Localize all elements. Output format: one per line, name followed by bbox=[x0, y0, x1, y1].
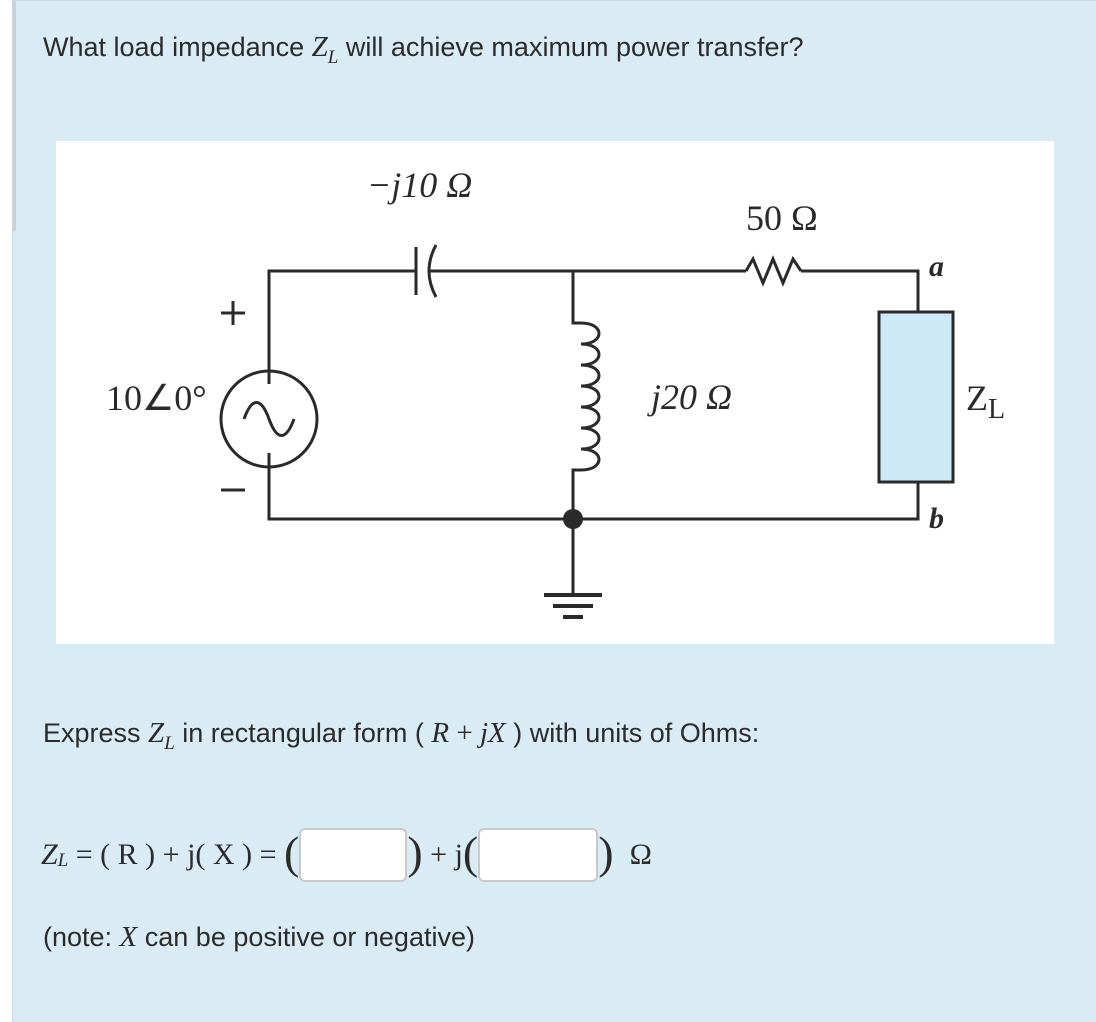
wire-mid-top bbox=[571, 271, 581, 325]
resistor-zigzag bbox=[744, 255, 803, 287]
express-instruction: Express ZL in rectangular form ( R + jX … bbox=[43, 717, 760, 754]
inductor-coil bbox=[580, 321, 601, 472]
express-form-r: R bbox=[431, 717, 450, 749]
question-sub: L bbox=[327, 47, 339, 68]
answer-equation-text: = ( R ) + j( X ) = bbox=[68, 838, 284, 871]
note-text: (note: X can be positive or negative) bbox=[43, 921, 475, 954]
resistor-label: 50 Ω bbox=[746, 198, 818, 238]
circuit-labels: −j10 Ω 50 Ω j20 Ω 10∠0° a b ZL bbox=[106, 165, 1005, 535]
sine-icon bbox=[242, 401, 296, 437]
express-suffix: ) with units of Ohms: bbox=[505, 718, 760, 748]
express-form-plus: + bbox=[449, 717, 480, 749]
open-paren-r: ( bbox=[284, 827, 300, 878]
question-var: Z bbox=[311, 31, 328, 63]
source-circle bbox=[219, 369, 319, 469]
circuit-figure: −j10 Ω 50 Ω j20 Ω 10∠0° a b ZL bbox=[56, 141, 1054, 644]
note-prefix: (note: bbox=[43, 922, 120, 952]
answer-lhs-var: Z bbox=[41, 838, 58, 871]
load-label-var: Z bbox=[966, 378, 988, 418]
question-text: What load impedance ZL will achieve maxi… bbox=[43, 31, 804, 68]
circuit-diagram: −j10 Ω 50 Ω j20 Ω 10∠0° a b ZL bbox=[106, 165, 1005, 619]
answer-lhs-sub: L bbox=[57, 850, 69, 871]
wire-top-right bbox=[801, 269, 920, 312]
wire-top-left bbox=[267, 269, 416, 384]
load-label: ZL bbox=[966, 378, 1005, 425]
question-prefix: What load impedance bbox=[43, 32, 312, 62]
express-form-jx: jX bbox=[479, 717, 506, 749]
wire-bottom bbox=[267, 453, 920, 521]
express-prefix: Express bbox=[43, 718, 149, 748]
panel-edge bbox=[13, 1, 16, 231]
x-input[interactable] bbox=[478, 828, 599, 882]
note-var: X bbox=[119, 921, 138, 953]
question-suffix: will achieve maximum power transfer? bbox=[338, 32, 804, 62]
terminal-b-label: b bbox=[929, 502, 944, 535]
express-sub: L bbox=[164, 733, 175, 754]
capacitor-label: −j10 Ω bbox=[367, 165, 472, 205]
inductor-label: j20 Ω bbox=[647, 377, 732, 417]
close-paren-x: ) bbox=[598, 827, 614, 878]
wire-mid-bottom bbox=[571, 468, 581, 519]
close-paren-r: ) bbox=[407, 827, 423, 878]
terminal-a-label: a bbox=[929, 250, 944, 283]
note-suffix: can be positive or negative) bbox=[137, 922, 475, 952]
load-label-sub: L bbox=[988, 394, 1005, 425]
source-label: 10∠0° bbox=[106, 378, 207, 418]
load-box bbox=[877, 310, 955, 484]
plus-j-text: + j bbox=[422, 838, 463, 871]
r-input[interactable] bbox=[299, 828, 408, 882]
ohm-unit: Ω bbox=[629, 838, 652, 871]
ground-node-dot bbox=[563, 509, 583, 529]
express-middle: in rectangular form ( bbox=[174, 718, 432, 748]
open-paren-x: ( bbox=[462, 827, 479, 878]
express-var: Z bbox=[148, 717, 165, 749]
question-panel: What load impedance ZL will achieve maxi… bbox=[12, 0, 1096, 1022]
